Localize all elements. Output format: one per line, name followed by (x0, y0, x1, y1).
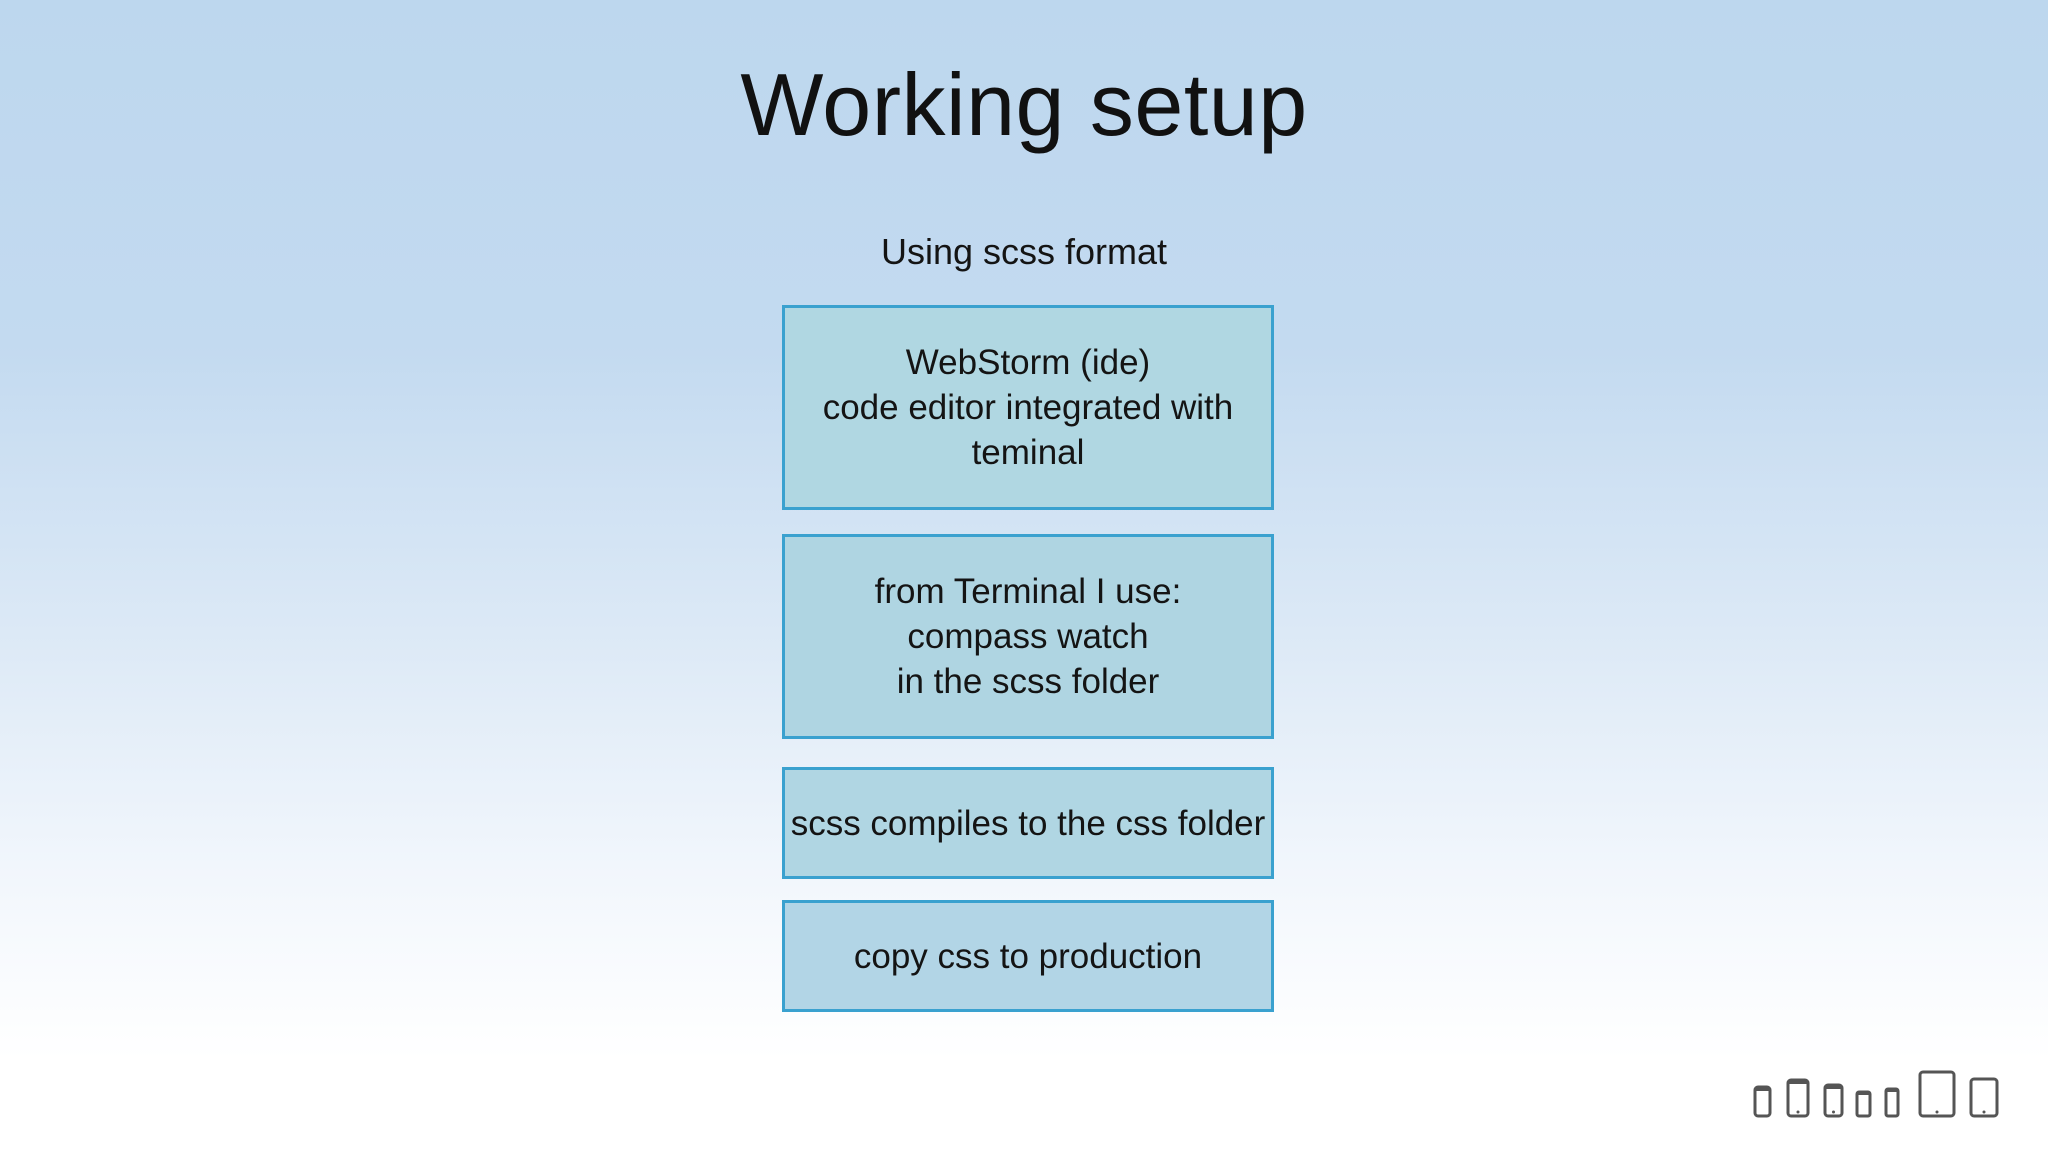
step-line: from Terminal I use: (874, 572, 1182, 611)
step-box-webstorm: WebStorm (ide) code editor integrated wi… (782, 305, 1274, 510)
slide-subtitle: Using scss format (880, 231, 1168, 272)
step-line: code editor integrated with (822, 388, 1234, 427)
step-box-compile: scss compiles to the css folder (782, 767, 1274, 879)
step-text: from Terminal I use: compass watch in th… (865, 569, 1192, 704)
devices-icon (1753, 1070, 1999, 1118)
step-box-production: copy css to production (782, 900, 1274, 1012)
step-text: scss compiles to the css folder (781, 801, 1276, 846)
step-text: copy css to production (844, 934, 1212, 979)
step-text: WebStorm (ide) code editor integrated wi… (813, 340, 1244, 475)
step-line: WebStorm (ide) (905, 343, 1151, 382)
step-line: scss compiles to the css folder (790, 803, 1266, 843)
step-box-terminal: from Terminal I use: compass watch in th… (782, 534, 1274, 739)
step-line: compass watch (907, 617, 1149, 656)
step-line: in the scss folder (896, 662, 1160, 701)
step-line: teminal (971, 433, 1085, 472)
slide-title: Working setup (740, 55, 1308, 154)
step-line: copy css to production (853, 936, 1203, 976)
